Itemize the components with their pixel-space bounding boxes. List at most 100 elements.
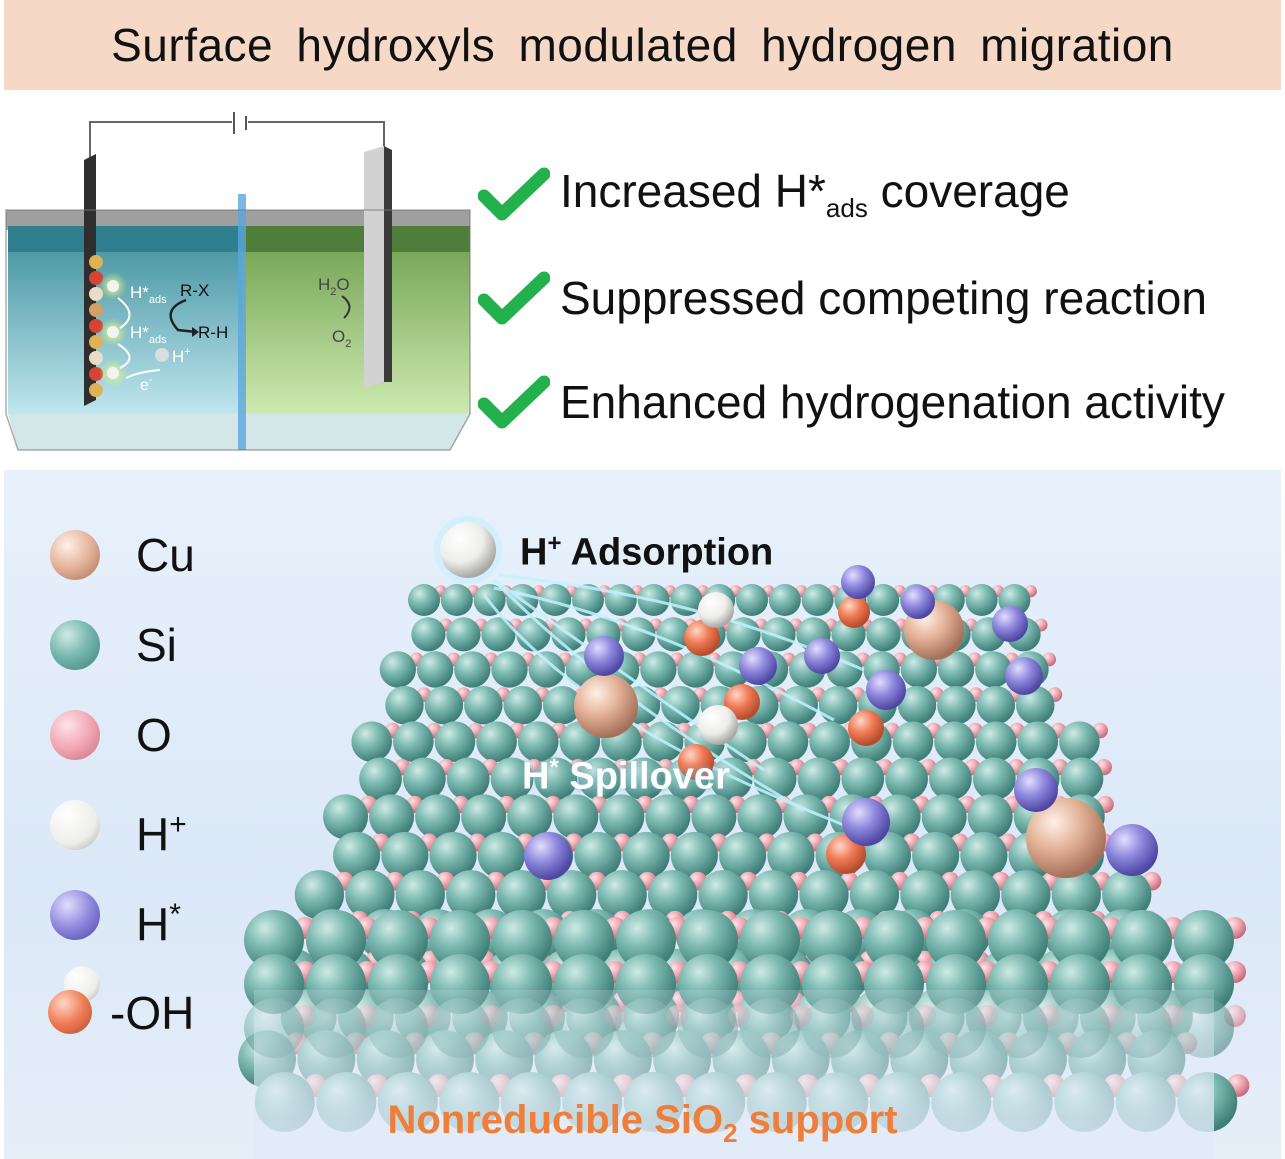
silicon-atom [411, 617, 446, 652]
bead [89, 303, 103, 317]
silicon-atom [616, 910, 676, 970]
bead [89, 383, 103, 397]
silicon-atom [534, 757, 578, 801]
checkmark-icon [478, 271, 550, 325]
legend-item-h-plus: H+ [44, 780, 284, 870]
silicon-atom [385, 685, 424, 725]
cell-label-rx: R-X [180, 281, 209, 300]
checkmark-icon [478, 375, 550, 429]
silicon-atom [797, 757, 841, 801]
h-ads-atom [107, 280, 119, 292]
silicon-atom [670, 831, 718, 879]
silicon-atom [415, 794, 461, 840]
h-ads-atom [107, 326, 119, 338]
cell-label-h-ads-lower: H*ads [130, 323, 167, 346]
membrane [238, 194, 246, 450]
benefit-text: Increased H*ads coverage [560, 165, 1070, 223]
silicon-atom [369, 794, 415, 840]
silicon-atom [975, 721, 1017, 762]
surface-atoms [524, 565, 1158, 880]
silicon-atom [1050, 910, 1110, 970]
silicon-atom [892, 721, 934, 762]
silicon-atom [866, 617, 901, 652]
support-lattice-panel: Cu Si O H+ H* -OH H+ Adsorption [4, 470, 1281, 1159]
silicon-atom [900, 651, 938, 688]
hydroxyl-oxygen-atom [678, 744, 714, 780]
silicon-atom [1017, 721, 1059, 762]
silicon-atom [802, 910, 862, 970]
benefit-text: Enhanced hydrogenation activity [560, 376, 1225, 428]
silicon-atom [967, 794, 1013, 840]
cell-label-h-ads-upper: H*ads [130, 283, 167, 306]
adsorbed-hydrogen-atom [1014, 768, 1058, 812]
adsorbed-hydrogen-atom [841, 565, 875, 599]
silicon-atom [768, 584, 801, 616]
silicon-atom [359, 757, 402, 801]
silicon-atom [503, 685, 542, 725]
silicon-atom [691, 794, 737, 840]
silicon-atom [539, 584, 572, 616]
adsorbed-hydrogen-atom [739, 647, 777, 685]
silicon-atom [645, 794, 691, 840]
adsorbed-hydrogen-atom [584, 636, 624, 676]
cell-label-oxygen: O2 [332, 327, 351, 350]
silicon-atom [761, 617, 796, 652]
anode-electrode [364, 146, 384, 388]
circuit-wire [89, 121, 385, 160]
hydroxyl-oxygen-atom [826, 834, 866, 874]
silicon-atom [1102, 870, 1152, 920]
silicon-atom [490, 757, 534, 801]
silicon-atom [416, 651, 454, 688]
legend-label: H+ [136, 808, 187, 861]
o-atom-swatch [50, 710, 100, 760]
copper-atom [1026, 798, 1106, 878]
silicon-atom [988, 910, 1048, 970]
silicon-atom [801, 584, 834, 616]
oh-o-atom [48, 990, 92, 1034]
silicon-atom [753, 757, 797, 801]
silicon-atom [1059, 721, 1100, 762]
hydroxyl-oxygen-atom [724, 684, 760, 720]
silicon-atom [921, 794, 967, 840]
silicon-atom [351, 721, 393, 762]
legend-label: H* [136, 898, 181, 951]
silicon-atom [393, 721, 434, 762]
silicon-atom [599, 794, 645, 840]
cell-label-water: H2O [318, 275, 350, 298]
silicon-atom [656, 617, 691, 652]
bead [89, 255, 103, 269]
silicon-atom [809, 721, 850, 762]
silicon-atom [464, 685, 503, 725]
silicon-atom [1016, 685, 1055, 725]
silicon-atom [622, 831, 670, 879]
water-surface-right [242, 226, 470, 254]
silicon-atom [934, 721, 975, 762]
silicon-atom [677, 651, 714, 688]
h-ads-atom [107, 367, 119, 379]
silicon-atom [976, 685, 1016, 725]
silicon-atom [670, 584, 703, 616]
benefit-item-coverage: Increased H*ads coverage [478, 142, 1283, 246]
silicon-atom [408, 584, 440, 616]
hydroxyl-oxygen-atom [684, 620, 720, 656]
benefit-item-suppression: Suppressed competing reaction [478, 246, 1283, 350]
silicon-atom [446, 870, 496, 920]
silicon-atom [867, 584, 900, 616]
legend-item-o: O [44, 690, 284, 780]
silicon-atom [477, 831, 525, 879]
cell-label-electron: e- [140, 374, 153, 394]
adsorbed-hydrogen-atom [1005, 657, 1043, 695]
silicon-atom [726, 617, 761, 652]
hydroxyl-oxygen-atom [838, 596, 870, 628]
silicon-atom [975, 651, 1012, 688]
legend-label: Si [136, 619, 177, 671]
silicon-atom [604, 584, 637, 616]
silicon-atom [740, 910, 800, 970]
checkmark-icon [478, 167, 550, 221]
silicon-atom [1112, 910, 1172, 970]
silicon-atom [395, 870, 445, 920]
silicon-atom [446, 617, 481, 652]
silicon-atom [574, 831, 622, 879]
h-plus-atom-swatch [50, 800, 100, 850]
adsorbing-proton [440, 522, 496, 578]
